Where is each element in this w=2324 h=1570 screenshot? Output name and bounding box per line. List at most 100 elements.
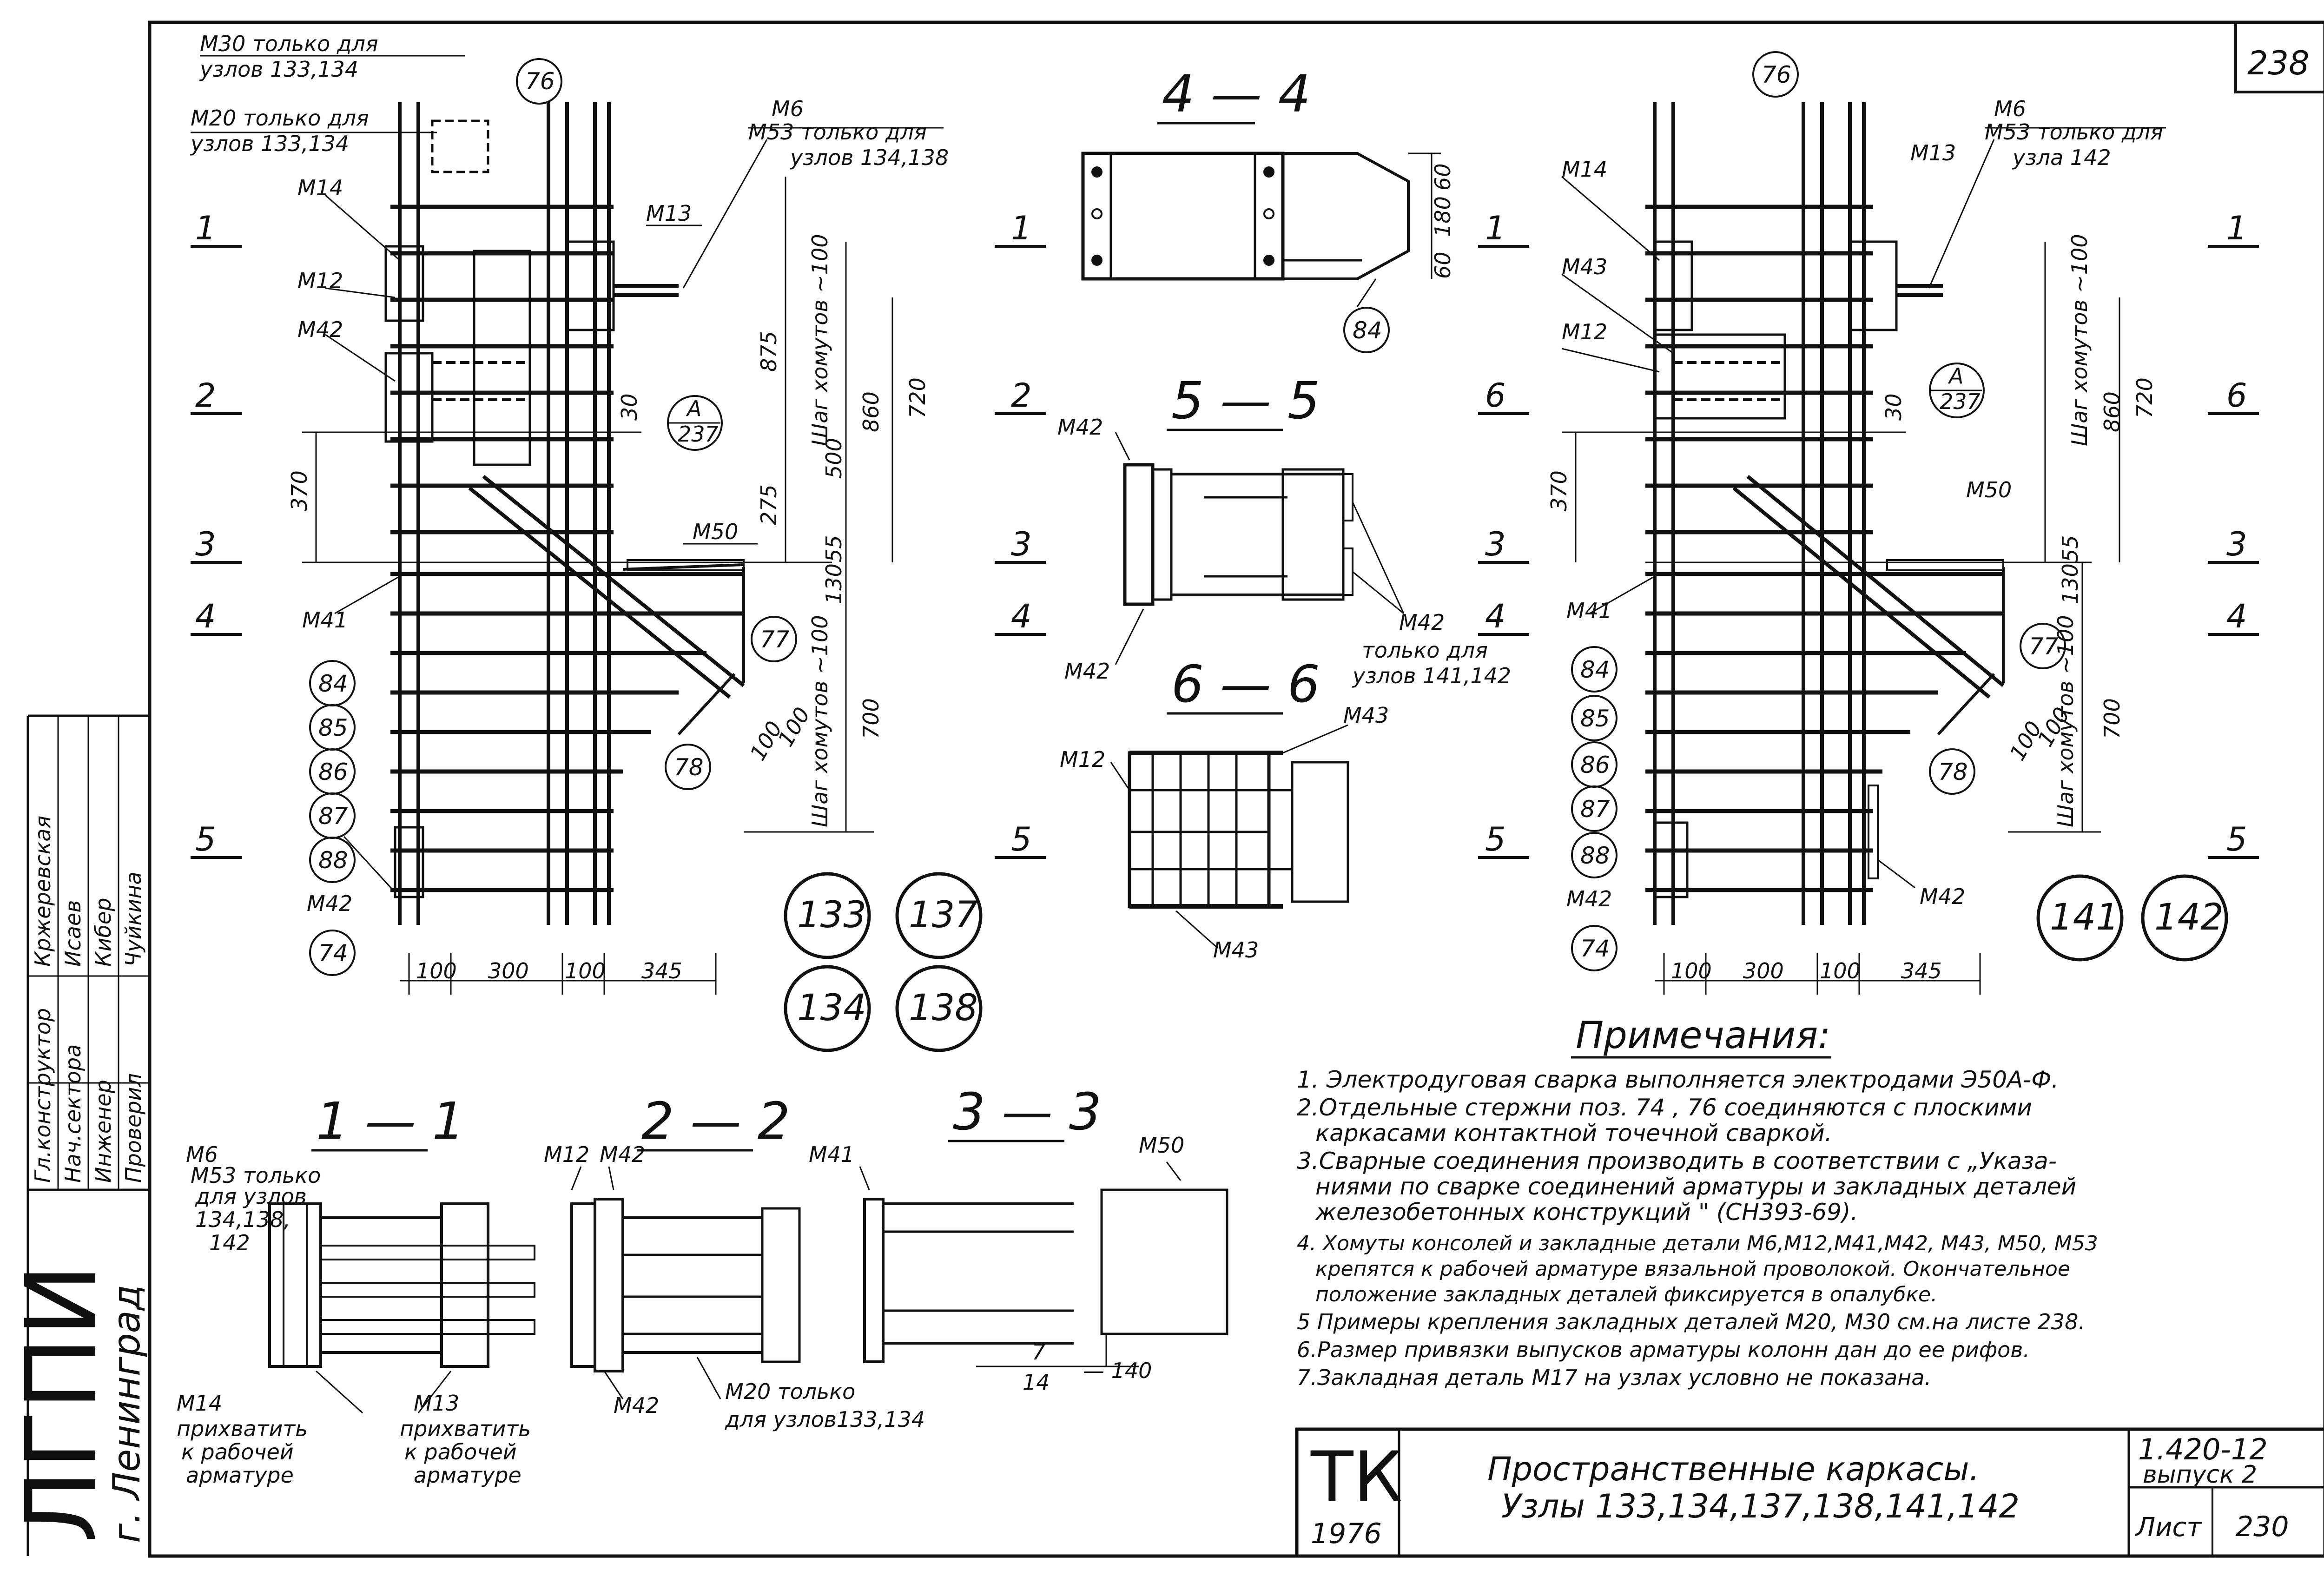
dim-bottom-2: 300 [488, 958, 529, 983]
note-line-3: каркасами контактной точечной сваркой. [1315, 1120, 1832, 1147]
sec11-m14d: арматуре [186, 1463, 294, 1488]
title-list-no: 230 [2236, 1511, 2289, 1543]
lbl-m42-bottom: М42 [307, 891, 352, 916]
sec33-dim: — 140 [1083, 1358, 1152, 1383]
sec11-m14b: прихватить [177, 1416, 308, 1441]
lbl-step-top: Шаг хомутов ~100 [807, 234, 832, 446]
sec22-m42a: М42 [600, 1142, 645, 1167]
r-dim-130: 130 [2058, 563, 2083, 604]
lbl-m6: М6 [772, 96, 804, 121]
node-138: 138 [909, 987, 978, 1029]
title-list-label: Лист [2135, 1512, 2202, 1543]
sec44-dim-60b: 60 [1430, 251, 1455, 279]
title-series: 1.420-12 [2138, 1432, 2268, 1466]
cut-left-2: 2 [195, 376, 216, 415]
title-issue: выпуск 2 [2143, 1461, 2257, 1489]
node-142: 142 [2154, 897, 2224, 938]
sec55-only2: узлов 141,142 [1352, 663, 1511, 688]
pos-84: 84 [318, 670, 348, 697]
section-1-1 [268, 1202, 535, 1414]
sec11-m13c: к рабочей [404, 1439, 517, 1464]
dim-bottom-1: 100 [416, 958, 457, 983]
r-ref-a237-circle [1929, 363, 1985, 418]
sheet-number: 238 [2247, 44, 2310, 82]
stamp-role-2: Нач.сектора [60, 1044, 86, 1183]
r-dim-bottom-4: 345 [1901, 958, 1942, 983]
r-lbl-m43: М43 [1562, 254, 1607, 279]
r-lbl-m42b: М42 [1920, 884, 1965, 909]
lbl-m42: М42 [297, 317, 343, 342]
dim-860: 860 [858, 391, 884, 432]
section-3-3 [859, 1161, 1228, 1367]
r-cut-right-1: 1 [2226, 209, 2247, 247]
sec44-dim-180: 180 [1430, 196, 1455, 237]
pos-bubble-88 [309, 837, 356, 883]
sec11-m53d: 142 [209, 1230, 250, 1255]
note-line-8: крепятся к рабочей арматуре вязальной пр… [1315, 1257, 2070, 1281]
r-lbl-m50: М50 [1966, 477, 2012, 502]
r-pos-bubble-85 [1571, 695, 1618, 741]
r-pos-88: 88 [1580, 842, 1610, 869]
stamp-name-2: Исаев [60, 900, 86, 967]
r-cut-right-3: 3 [2226, 525, 2247, 563]
r-dim-720: 720 [2132, 377, 2157, 418]
node-141: 141 [2050, 897, 2119, 938]
r-dim-bottom-2: 300 [1743, 958, 1784, 983]
sec33-frac-bottom: 14 [1023, 1370, 1050, 1395]
node-142-circle [2141, 874, 2228, 962]
dim-500: 500 [821, 438, 846, 479]
section-6-6-title: 6 — 6 [1171, 654, 1320, 714]
note-line-12: 7.Закладная деталь М17 на узлах условно … [1297, 1365, 1931, 1390]
sheet-number-box [2234, 21, 2324, 93]
r-pos-78: 78 [1938, 759, 1968, 785]
cut-left-3: 3 [195, 525, 216, 563]
r-lbl-m6: М6 [1994, 96, 2026, 121]
r-cut-right-2: 6 [2226, 376, 2247, 415]
r-cut-left-4: 4 [1485, 597, 1506, 635]
section-5-5-title: 5 — 5 [1171, 371, 1320, 430]
r-cut-left-1: 1 [1485, 209, 1506, 247]
r-pos-87: 87 [1580, 796, 1610, 823]
section-1-1-title: 1 — 1 [316, 1091, 465, 1151]
stamp-role-1: Гл.конструктор [30, 1008, 55, 1183]
sec55-m42b: М42 [1064, 659, 1110, 684]
lbl-m30: М30 только для [200, 31, 378, 56]
cut-left-1: 1 [195, 209, 216, 247]
node-137: 137 [909, 894, 978, 936]
r-pos-bubble-84 [1571, 646, 1618, 693]
pos-74: 74 [318, 940, 348, 967]
pos-76: 76 [525, 68, 555, 95]
title-line-2: Узлы 133,134,137,138,141,142 [1501, 1487, 2020, 1525]
note-line-2: 2.Отдельные стержни поз. 74 , 76 соединя… [1297, 1094, 2032, 1121]
sec33-m41: М41 [809, 1142, 854, 1167]
title-tk: ТК [1310, 1437, 1403, 1518]
left-stamp: Гл.конструктор Нач.сектора Инженер Прове… [5, 714, 150, 1556]
cut-left-4: 4 [195, 597, 216, 635]
stamp-name-4: Чуйкина [121, 871, 146, 967]
sec22-m42b: М42 [614, 1393, 659, 1418]
sheet-frame [148, 20, 2324, 1558]
sec44-pos-bubble [1343, 307, 1390, 353]
dim-720: 720 [905, 377, 930, 418]
cut-right-1: 1 [1011, 209, 1032, 247]
lbl-m12: М12 [297, 268, 343, 293]
r-dim-860: 860 [2100, 391, 2125, 432]
r-cut-right-5: 5 [2226, 820, 2247, 858]
r-ref-a-top: А [1948, 363, 1963, 389]
r-lbl-m14: М14 [1562, 157, 1607, 182]
node-137-circle [895, 872, 983, 959]
note-line-6: железобетонных конструкций " (СН393-69). [1315, 1199, 1858, 1226]
dim-875: 875 [756, 331, 781, 372]
node-138-circle [895, 965, 983, 1052]
lbl-m53b: узлов 134,138 [789, 145, 949, 170]
org-city: г. Ленинград [105, 1285, 148, 1543]
sec55-only: только для [1362, 638, 1488, 663]
section-4-4 [1081, 152, 1441, 307]
sec55-m42c: М42 [1399, 610, 1445, 635]
sec66-m12: М12 [1060, 747, 1105, 772]
sec11-m53: М53 только [191, 1163, 321, 1188]
section-5-5 [1115, 432, 1405, 665]
cut-right-4: 4 [1011, 597, 1032, 635]
r-lbl-m12: М12 [1562, 319, 1607, 344]
notes-title: Примечания: [1576, 1014, 1830, 1057]
